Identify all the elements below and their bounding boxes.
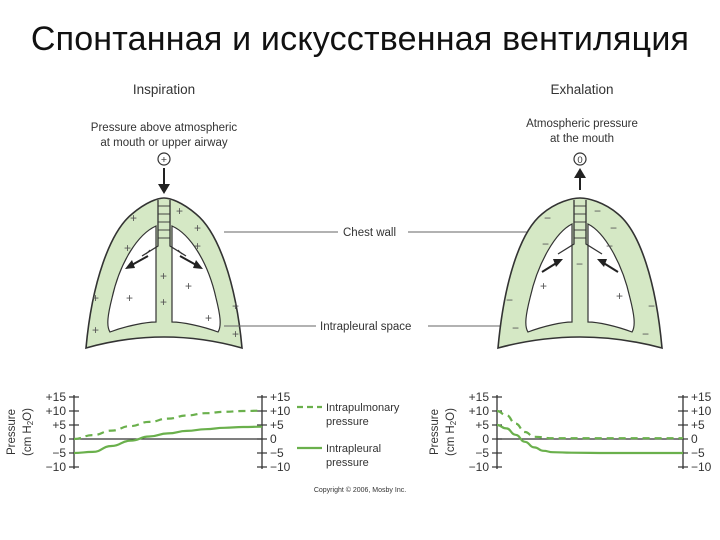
svg-text:+: + — [130, 211, 137, 225]
svg-text:+: + — [194, 239, 201, 253]
inspiration-note-line1: Pressure above atmospheric — [91, 122, 238, 134]
legend-intrapulmonary-line1: Intrapulmonary — [326, 402, 400, 414]
svg-text:+: + — [185, 279, 192, 293]
svg-text:+: + — [232, 327, 239, 341]
svg-text:−: − — [542, 237, 549, 251]
positive-pressure-icon: + — [158, 153, 170, 166]
tick-label: 0 — [59, 432, 66, 446]
tick-label: −10 — [469, 460, 490, 474]
chart-inspiration: +15+10+50−5−10+15+10+50−5−10 — [46, 390, 291, 474]
inspiration-note-line2: at mouth or upper airway — [100, 137, 227, 149]
svg-text:−: − — [606, 239, 613, 253]
svg-text:−: − — [648, 299, 655, 313]
svg-text:−: − — [512, 321, 519, 335]
y-axis-unit-left: (cm H2O) — [22, 408, 35, 456]
svg-text:+: + — [160, 295, 167, 309]
inspiration-heading: Inspiration — [133, 82, 195, 97]
svg-text:+: + — [124, 241, 131, 255]
svg-text:−: − — [506, 293, 513, 307]
tick-label: 0 — [482, 432, 489, 446]
svg-text:+: + — [194, 221, 201, 235]
legend-intrapleural-line2: pressure — [326, 457, 369, 469]
svg-text:(cm H2O): (cm H2O) — [445, 408, 458, 456]
chart-legend: Intrapulmonary pressure Intrapleural pre… — [297, 402, 400, 469]
tick-label: +10 — [46, 404, 67, 418]
tick-label: +15 — [469, 390, 490, 404]
lung-diagram-exhalation: − − − − − − + + − − − − — [498, 198, 662, 348]
svg-text:0: 0 — [577, 155, 582, 166]
svg-text:−: − — [642, 327, 649, 341]
tick-label: −10 — [691, 460, 712, 474]
tick-label: +5 — [475, 418, 489, 432]
svg-text:Pressure: Pressure — [6, 409, 18, 455]
svg-text:+: + — [161, 154, 167, 166]
copyright-text: Copyright © 2006, Mosby Inc. — [314, 486, 406, 494]
tick-label: −5 — [691, 446, 705, 460]
tick-label: +10 — [469, 404, 490, 418]
tick-label: +5 — [691, 418, 705, 432]
svg-text:−: − — [544, 211, 551, 225]
exhalation-heading: Exhalation — [550, 82, 613, 97]
svg-text:+: + — [232, 299, 239, 313]
tick-label: −10 — [46, 460, 67, 474]
svg-text:+: + — [92, 323, 99, 337]
intrapulmonary-curve-inspiration — [74, 411, 262, 439]
legend-intrapulmonary-line2: pressure — [326, 416, 369, 428]
chest-wall-label: Chest wall — [343, 227, 396, 239]
svg-text:−: − — [610, 221, 617, 235]
intrapleural-curve-inspiration — [74, 427, 262, 453]
tick-label: −5 — [52, 446, 66, 460]
y-axis-title-right: Pressure — [429, 409, 441, 455]
exhalation-note-line1: Atmospheric pressure — [526, 118, 638, 130]
svg-text:+: + — [616, 289, 623, 303]
lung-diagram-inspiration: + + + + + + + + + + + + + + — [86, 198, 242, 348]
svg-text:+: + — [176, 204, 183, 218]
tick-label: +15 — [46, 390, 67, 404]
tick-label: −10 — [270, 460, 291, 474]
svg-text:−: − — [594, 204, 601, 218]
arrow-up-icon — [574, 168, 586, 190]
arrow-down-icon — [158, 168, 170, 194]
tick-label: +5 — [52, 418, 66, 432]
y-axis-title-left: Pressure — [6, 409, 18, 455]
tick-label: +15 — [691, 390, 712, 404]
tick-label: +10 — [691, 404, 712, 418]
svg-text:Pressure: Pressure — [429, 409, 441, 455]
tick-label: −5 — [475, 446, 489, 460]
exhalation-note-line2: at the mouth — [550, 133, 614, 145]
tick-label: +15 — [270, 390, 291, 404]
tick-label: −5 — [270, 446, 284, 460]
intrapulmonary-curve-exhalation — [497, 411, 683, 438]
svg-text:+: + — [160, 269, 167, 283]
svg-text:+: + — [92, 291, 99, 305]
tick-label: +5 — [270, 418, 284, 432]
svg-text:−: − — [576, 257, 583, 271]
svg-text:(cm H2O): (cm H2O) — [22, 408, 35, 456]
tick-label: 0 — [691, 432, 698, 446]
tick-label: +10 — [270, 404, 291, 418]
zero-pressure-icon: 0 — [574, 153, 586, 166]
svg-text:+: + — [205, 311, 212, 325]
svg-text:+: + — [126, 291, 133, 305]
intrapleural-space-label: Intrapleural space — [320, 321, 411, 333]
svg-text:+: + — [540, 279, 547, 293]
y-axis-unit-right: (cm H2O) — [445, 408, 458, 456]
tick-label: 0 — [270, 432, 277, 446]
chart-exhalation: +15+10+50−5−10+15+10+50−5−10 — [469, 390, 712, 474]
legend-intrapleural-line1: Intrapleural — [326, 443, 381, 455]
